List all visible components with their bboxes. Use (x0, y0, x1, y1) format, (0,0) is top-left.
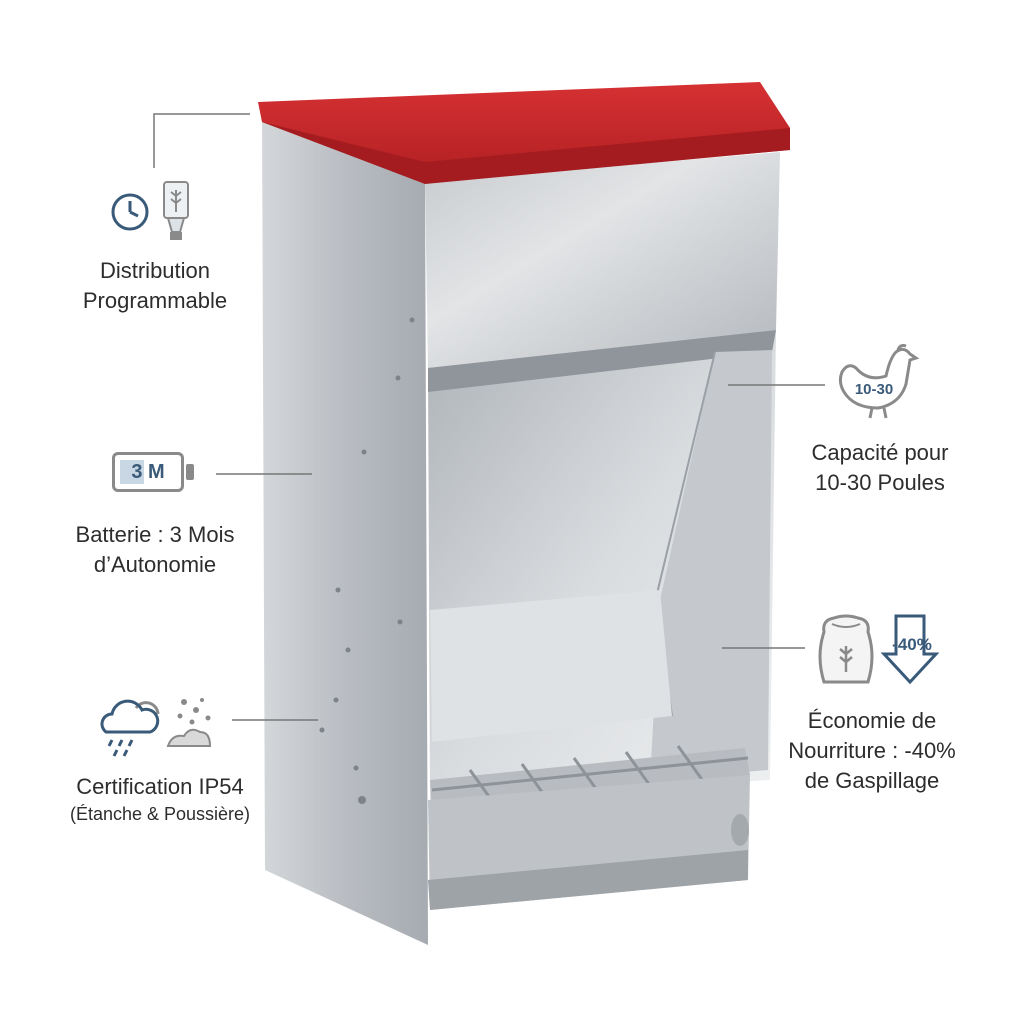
capacity-badge: 10-30 (855, 381, 893, 398)
battery-line2: d’Autonomie (93, 552, 217, 577)
distribution-line2: Programmable (82, 288, 228, 313)
certification-label: Certification IP54 (Étanche & Poussière) (30, 772, 290, 826)
economy-badge: -40% (892, 635, 932, 654)
weather-dust-icon (100, 698, 212, 757)
distribution-line1: Distribution (99, 258, 211, 283)
feeder-side-panel (262, 120, 428, 945)
capacity-line2: 10-30 Poules (815, 470, 945, 495)
economy-label: Économie de Nourriture : -40% de Gaspill… (752, 706, 992, 796)
economy-line3: de Gaspillage (804, 768, 940, 793)
economy-line1: Économie de (807, 708, 937, 733)
certification-line1: Certification IP54 (76, 774, 244, 799)
battery-icon: 3 M (112, 452, 194, 496)
feed-bag-down-arrow-icon: -40% (818, 614, 940, 685)
chicken-icon: 10-30 (838, 344, 920, 419)
battery-line1: Batterie : 3 Mois (75, 522, 235, 547)
battery-label: Batterie : 3 Mois d’Autonomie (40, 520, 270, 580)
capacity-label: Capacité pour 10-30 Poules (760, 438, 1000, 498)
battery-badge: 3 M (131, 461, 165, 483)
economy-line2: Nourriture : -40% (788, 738, 956, 763)
feeder-front-upper (425, 152, 780, 368)
certification-line2: (Étanche & Poussière) (69, 804, 251, 824)
capacity-line1: Capacité pour (811, 440, 949, 465)
distribution-label: Distribution Programmable (40, 256, 270, 316)
clock-dispenser-icon (111, 181, 189, 240)
callout-lines (153, 113, 825, 721)
